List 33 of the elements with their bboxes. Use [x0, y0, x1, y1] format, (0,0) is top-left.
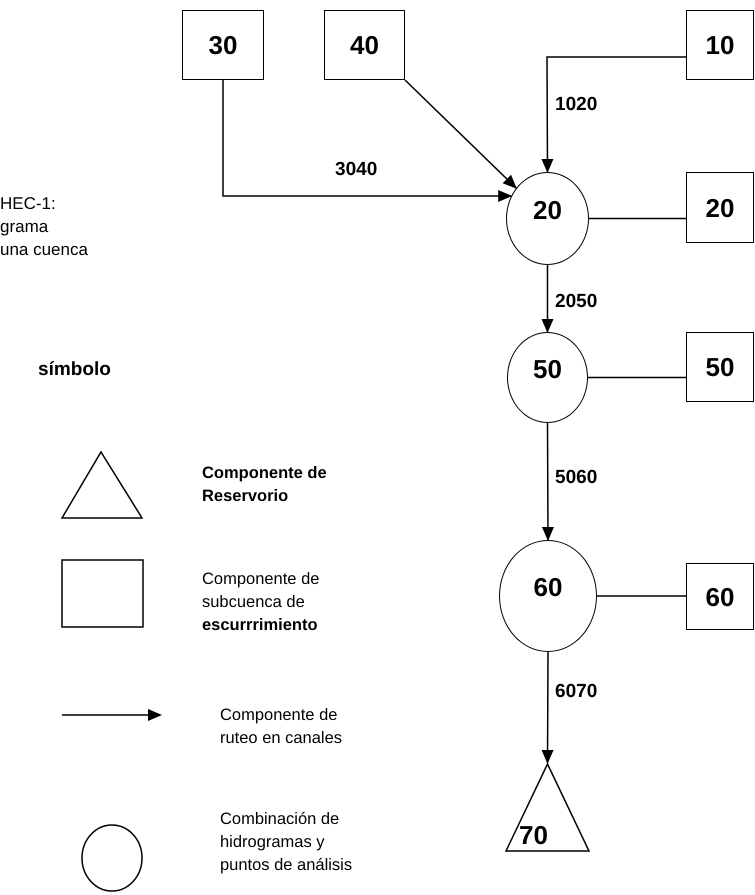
subbasin-box — [686, 332, 754, 402]
legend-text: Combinación de hidrogramas y puntos de análisis — [220, 809, 354, 876]
title-text: grama — [0, 218, 48, 235]
flow-arrow — [542, 423, 554, 541]
flow-arrow — [222, 80, 512, 202]
connector-line — [597, 595, 686, 597]
legend-text: Componente de Reservorio — [202, 463, 328, 507]
legend-text: Componente de ruteo en canales — [220, 705, 344, 749]
subbasin-box — [686, 10, 754, 80]
legend-text: Componente de subcuenca de escurrrimiento — [202, 569, 320, 636]
connector-line — [589, 218, 686, 220]
node-number: 50 — [706, 354, 734, 380]
node-number: 20 — [706, 194, 734, 220]
node-number: 30 — [208, 32, 238, 58]
flow-arrow — [542, 265, 554, 333]
node-number: 10 — [706, 32, 734, 58]
node-number: 20 — [533, 196, 562, 222]
title-text: una cuenca — [0, 241, 88, 258]
flow-arrow — [404, 79, 517, 189]
connector-line — [588, 376, 686, 378]
legend-heading: símbolo — [38, 360, 111, 379]
flow-arrow — [542, 652, 554, 764]
node-number: 60 — [534, 574, 562, 600]
subbasin-box — [324, 10, 405, 80]
node-number: 70 — [519, 822, 548, 848]
flow-arrow — [541, 56, 686, 173]
subbasin-box — [686, 172, 754, 243]
node-number: 60 — [706, 584, 734, 610]
node-number: 50 — [533, 356, 562, 382]
subbasin-box — [182, 10, 264, 80]
title-text: HEC-1: — [0, 195, 56, 212]
node-number: 40 — [350, 32, 379, 58]
subbasin-box — [686, 563, 754, 630]
